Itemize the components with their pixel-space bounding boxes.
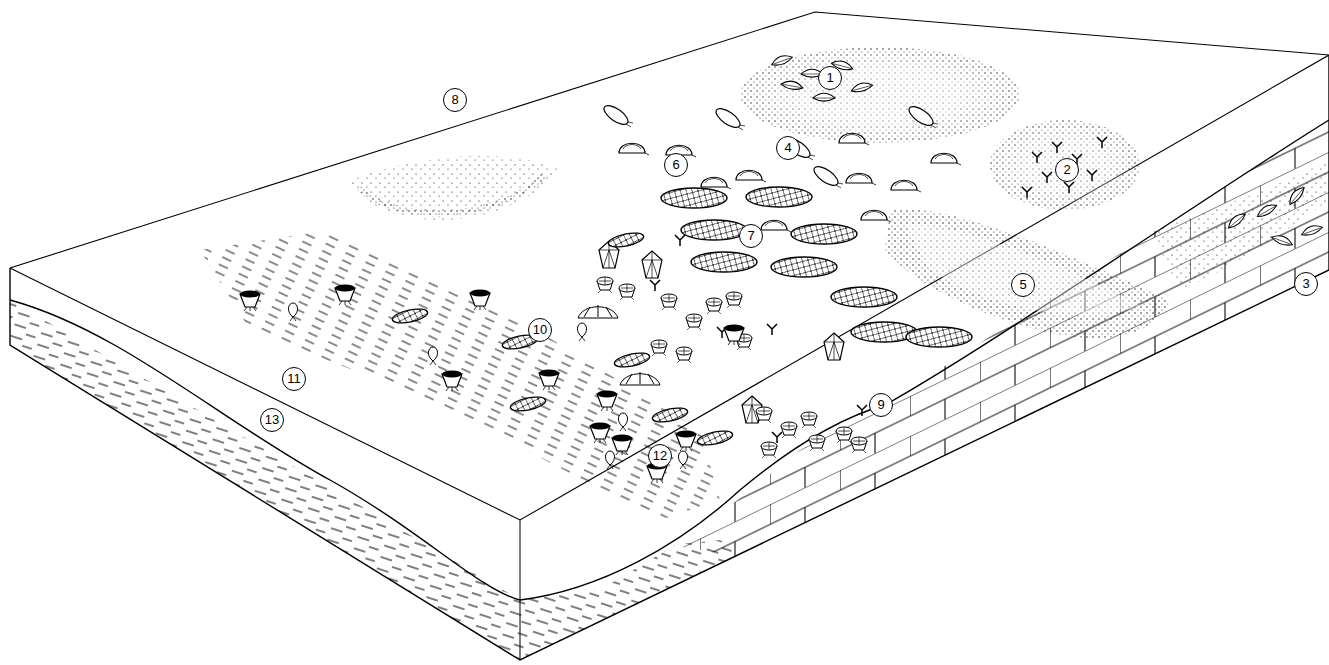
callout-number: 13: [260, 408, 284, 432]
callout-number: 10: [528, 318, 552, 342]
organisms: [240, 53, 1323, 483]
callout-number: 11: [282, 367, 306, 391]
callout-number: 7: [739, 224, 763, 248]
callout-number: 5: [1011, 273, 1035, 297]
callout-number: 8: [443, 88, 467, 112]
callout-number: 1: [818, 66, 842, 90]
callout-number: 12: [648, 444, 672, 468]
callout-number: 2: [1055, 158, 1079, 182]
callout-number: 9: [869, 393, 893, 417]
callout-number: 4: [776, 136, 800, 160]
callout-number: 6: [664, 153, 688, 177]
callout-number: 3: [1294, 272, 1318, 296]
